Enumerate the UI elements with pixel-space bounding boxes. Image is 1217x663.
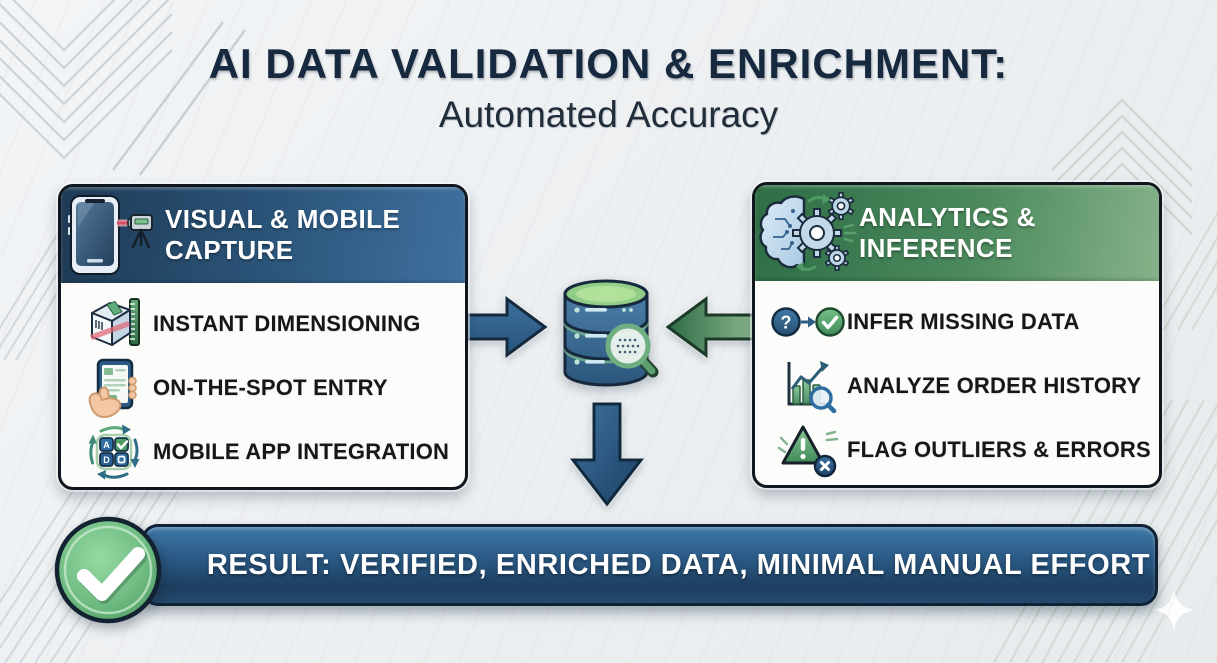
app-sync-icon: A D bbox=[75, 423, 153, 481]
page-subtitle: Automated Accuracy bbox=[438, 94, 779, 135]
ai-brain-gears-icon bbox=[755, 191, 859, 275]
page-title: AI DATA VALIDATION & ENRICHMENT: bbox=[208, 40, 1009, 87]
hand-tablet-icon bbox=[75, 357, 153, 419]
gear-icon bbox=[827, 191, 855, 221]
warning-error-icon bbox=[769, 422, 847, 478]
left-panel-title: VISUAL & MOBILE CAPTURE bbox=[165, 204, 401, 265]
left-panel-body: INSTANT DIMENSIONING bbox=[61, 283, 465, 484]
gear-icon bbox=[792, 208, 842, 258]
list-item: INSTANT DIMENSIONING bbox=[61, 292, 465, 356]
item-label: MOBILE APP INTEGRATION bbox=[153, 439, 450, 464]
svg-text:?: ? bbox=[781, 313, 792, 333]
chart-magnifier-icon bbox=[769, 358, 847, 414]
result-banner: RESULT: VERIFIED, ENRICHED DATA, MINIMAL… bbox=[141, 524, 1158, 606]
list-item: ANALYZE ORDER HISTORY bbox=[755, 354, 1159, 418]
list-item: A D bbox=[61, 420, 465, 484]
chevron-pattern-top-left bbox=[0, 0, 247, 176]
result-banner-text: RESULT: VERIFIED, ENRICHED DATA, MINIMAL… bbox=[206, 548, 1151, 581]
question-to-check-icon: ? bbox=[769, 302, 847, 342]
item-label: INFER MISSING DATA bbox=[847, 309, 1080, 334]
smartphone-laser-capture-icon bbox=[61, 193, 165, 277]
check-circle-icon bbox=[54, 516, 162, 624]
svg-text:A: A bbox=[103, 440, 110, 450]
database-magnifier-icon bbox=[563, 279, 659, 387]
item-label: FLAG OUTLIERS & ERRORS bbox=[847, 437, 1151, 462]
analytics-inference-panel: ANALYTICS & INFERENCE ? bbox=[752, 182, 1162, 488]
arrow-left-to-center-icon bbox=[455, 296, 548, 358]
item-label: ON-THE-SPOT ENTRY bbox=[153, 375, 388, 400]
right-panel-body: ? INFER MISSING DATA bbox=[755, 281, 1159, 482]
visual-mobile-capture-panel: VISUAL & MOBILE CAPTURE bbox=[58, 184, 468, 490]
box-ruler-icon bbox=[75, 295, 153, 353]
right-panel-header: ANALYTICS & INFERENCE bbox=[755, 185, 1159, 281]
list-item: ? INFER MISSING DATA bbox=[755, 290, 1159, 354]
item-label: ANALYZE ORDER HISTORY bbox=[847, 373, 1142, 398]
left-panel-header: VISUAL & MOBILE CAPTURE bbox=[61, 187, 465, 283]
list-item: ON-THE-SPOT ENTRY bbox=[61, 356, 465, 420]
list-item: FLAG OUTLIERS & ERRORS bbox=[755, 418, 1159, 482]
gear-icon bbox=[824, 245, 850, 271]
arrow-down-to-result-icon bbox=[569, 402, 645, 507]
item-label: INSTANT DIMENSIONING bbox=[153, 311, 421, 336]
database-detail-dots bbox=[574, 307, 633, 365]
arrow-right-to-center-icon bbox=[666, 296, 758, 358]
sparkle-icon bbox=[1154, 590, 1194, 630]
title-block: AI DATA VALIDATION & ENRICHMENT: Automat… bbox=[0, 40, 1217, 136]
magnifier-icon bbox=[605, 323, 659, 378]
right-panel-title: ANALYTICS & INFERENCE bbox=[859, 202, 1036, 263]
svg-text:D: D bbox=[103, 455, 110, 465]
